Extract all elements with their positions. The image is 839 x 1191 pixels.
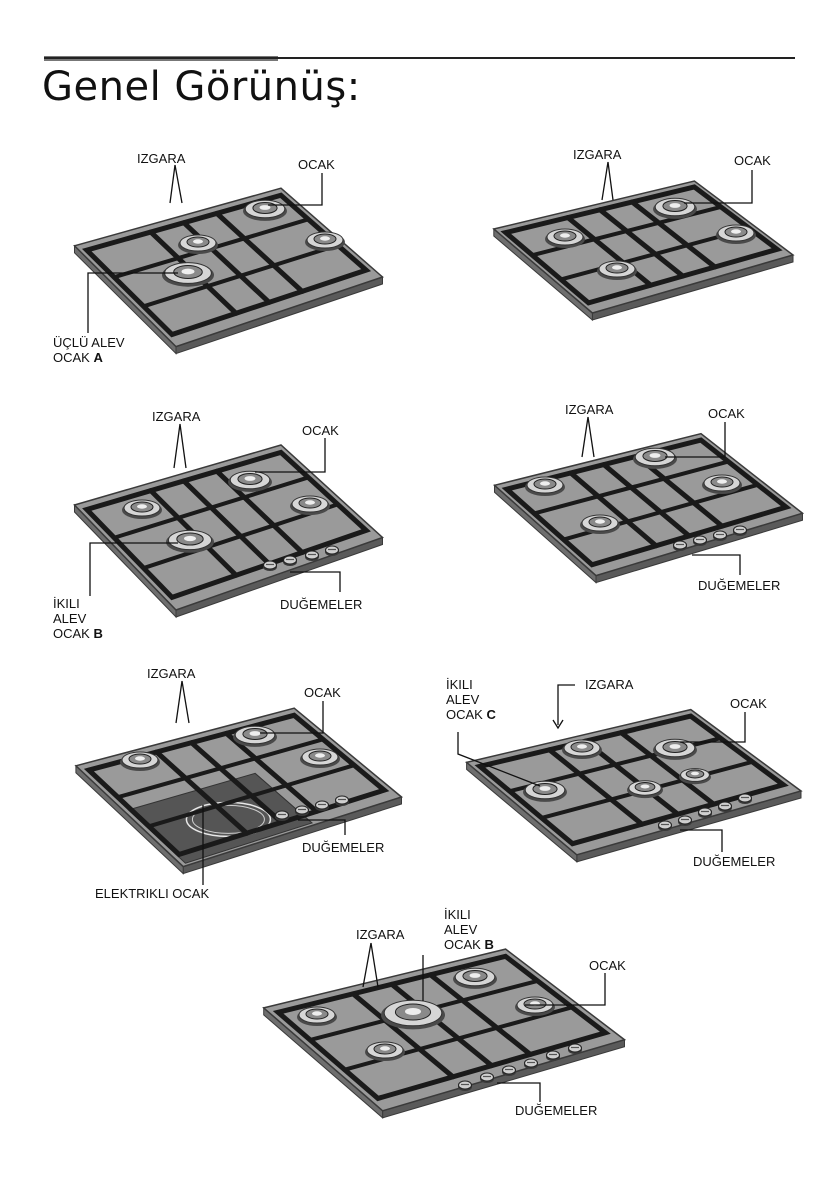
callout-lines <box>50 400 400 650</box>
hob-diagram-dual-flame-b: IZGARA OCAK İKILI ALEV OCAK B DUĞEMELER <box>50 400 400 650</box>
title-rule <box>44 57 795 59</box>
callout-lines <box>50 665 420 905</box>
hob-diagram-triple-flame: IZGARA OCAK ÜÇLÜ ALEV OCAK A <box>50 145 400 385</box>
hob-diagram-electric: IZGARA OCAK DUĞEMELER ELEKTRIKLI OCAK <box>50 665 420 905</box>
callout-lines <box>440 670 820 890</box>
callout-lines <box>470 395 820 610</box>
callout-lines <box>50 145 400 385</box>
hob-diagram-with-knobs: IZGARA OCAK DUĞEMELER <box>470 395 820 610</box>
page-title: Genel Görünüş: <box>42 64 361 110</box>
callout-lines <box>235 905 645 1150</box>
hob-diagram-basic: IZGARA OCAK <box>470 145 810 345</box>
hob-diagram-central-dual-flame: IZGARA İKILI ALEV OCAK B OCAK DUĞEMELER <box>235 905 645 1150</box>
callout-lines <box>470 145 810 345</box>
hob-diagram-dual-flame-c: İKILI ALEV OCAK C IZGARA OCAK DUĞEMELER <box>440 670 820 890</box>
